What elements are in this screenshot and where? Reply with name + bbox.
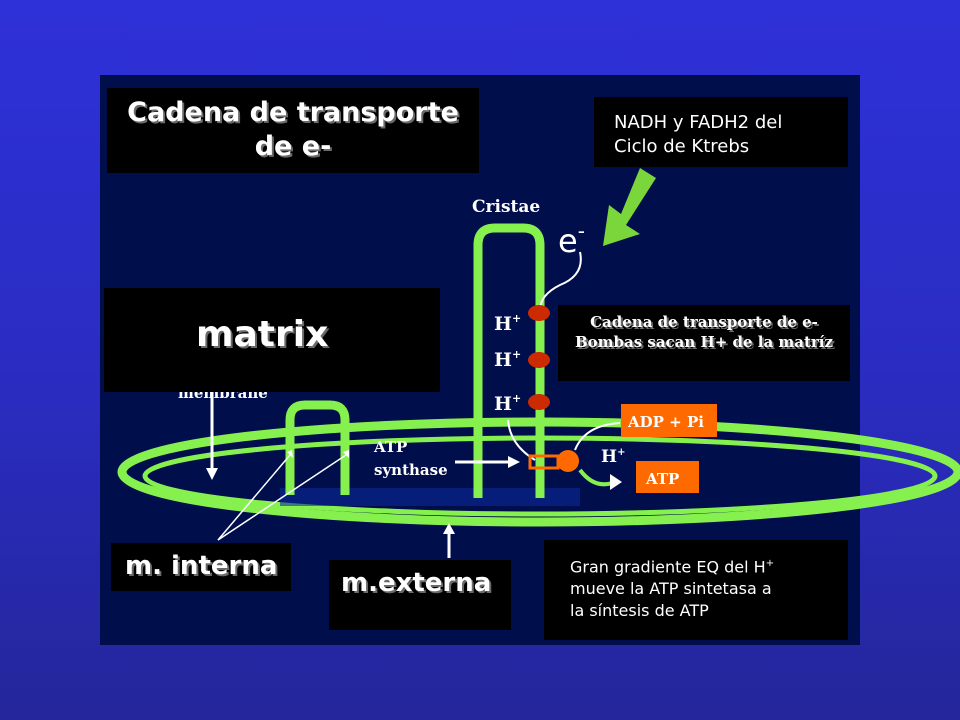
- gradient-line-3: la síntesis de ATP: [570, 601, 709, 621]
- matrix-box: matrix: [104, 288, 440, 392]
- atp-curve-arrowhead: [610, 474, 622, 490]
- externa-pointer-arrowhead: [443, 523, 455, 534]
- outer-membrane-label: m.externa: [341, 568, 492, 598]
- inner-membrane-box: m. interna: [111, 543, 291, 591]
- interna-line-1: [217, 454, 291, 541]
- interna-line-2: [217, 454, 347, 541]
- small-crista: [285, 400, 350, 495]
- electron-path: [539, 251, 582, 311]
- proton-pump-1: [528, 305, 550, 321]
- h-plus-1: H+: [494, 312, 521, 335]
- atp-label: ATP: [645, 470, 679, 488]
- chain-line-2: Bombas sacan H+ de la matríz: [574, 333, 834, 351]
- adp-pi-box: [621, 404, 717, 437]
- atp-synthase-label-line2: synthase: [374, 461, 448, 479]
- adp-curve-arrow: [574, 422, 621, 451]
- synthase-label-arrowhead: [508, 456, 520, 468]
- h-plus-3: H+: [494, 392, 521, 415]
- proton-pump-3: [528, 394, 550, 410]
- membrane-pointer-arrowhead: [206, 468, 218, 480]
- nadh-green-arrow: [603, 168, 656, 246]
- electron-label: e-: [558, 219, 585, 260]
- nadh-line-2: Ciclo de Ktrebs: [614, 136, 750, 157]
- intermembrane-space: [280, 488, 580, 506]
- title-line-1: Cadena de transporte: [127, 97, 459, 128]
- proton-pump-2: [528, 352, 550, 368]
- adp-pi-label: ADP + Pi: [627, 413, 704, 431]
- title-box: Cadena de transporte de e-: [107, 88, 479, 173]
- nadh-line-1: NADH y FADH2 del: [614, 112, 783, 133]
- gradient-line-2: mueve la ATP sintetasa a: [570, 579, 772, 599]
- cristae-label: Cristae: [472, 197, 540, 217]
- atp-synthase-label-line1: ATP: [373, 438, 407, 456]
- inner-membrane-label: m. interna: [125, 551, 278, 581]
- h-plus-4: H+: [601, 447, 625, 467]
- matrix-label: matrix: [196, 314, 329, 355]
- gradient-box: Gran gradiente EQ del H+ mueve la ATP si…: [544, 540, 848, 640]
- outer-membrane-box: m.externa: [329, 560, 511, 630]
- h-plus-2: H+: [494, 348, 521, 371]
- interna-arrowhead-2: [343, 450, 349, 458]
- atp-curve-arrow: [578, 468, 616, 487]
- chain-line-1: Cadena de transporte de e-: [590, 313, 818, 331]
- atp-box: [636, 461, 699, 493]
- tall-crista: [473, 223, 545, 498]
- atp-synthase-head: [557, 450, 579, 472]
- interna-arrowhead-1: [287, 450, 293, 458]
- nadh-box: NADH y FADH2 del Ciclo de Ktrebs: [594, 97, 848, 167]
- chain-box: Cadena de transporte de e- Bombas sacan …: [558, 305, 850, 381]
- title-line-2: de e-: [254, 131, 332, 162]
- gradient-line-1: Gran gradiente EQ del H+: [570, 557, 775, 577]
